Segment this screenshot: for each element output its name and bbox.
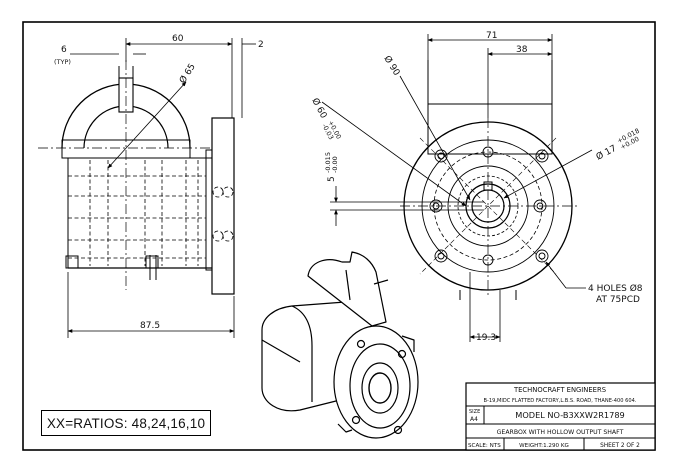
dim-offset-2: 2 — [258, 40, 264, 50]
isometric-view — [261, 251, 419, 439]
dim-width-71: 71 — [486, 31, 497, 41]
side-view — [38, 60, 235, 295]
title-address: B-19,MIDC FLATTED FACTORY,L.B.S. ROAD, T… — [484, 398, 637, 404]
dim-length-87-5: 87.5 — [140, 321, 160, 331]
dim-slot-note: (TYP) — [54, 58, 71, 66]
dim-key-5: 5 — [327, 176, 337, 182]
title-company: TECHNOCRAFT ENGINEERS — [513, 386, 606, 394]
title-description: GEARBOX WITH HOLLOW OUTPUT SHAFT — [497, 429, 624, 436]
dim-dia-60-group: Ø 60 +0.00 -0.03 — [309, 96, 343, 141]
side-view-dimensions — [67, 38, 256, 338]
dim-slot-width: 6 — [61, 45, 67, 55]
dim-key-5-group: 5 -0.015 -0.00 — [324, 152, 339, 182]
front-view — [400, 60, 578, 300]
dim-width-60: 60 — [172, 34, 184, 44]
title-block — [465, 382, 656, 451]
dim-holes-line2: AT 75PCD — [596, 295, 640, 305]
dim-width-38: 38 — [516, 45, 528, 55]
title-scale: SCALE: NTS — [468, 443, 501, 449]
title-sheet: SHEET 2 OF 2 — [600, 443, 640, 449]
title-model: MODEL NO-B3XXW2R1789 — [515, 410, 624, 420]
front-view-dimensions — [321, 34, 593, 342]
dim-holes-line1: 4 HOLES Ø8 — [588, 283, 643, 294]
title-size-label: SIZE — [469, 409, 480, 415]
dim-dia-17: Ø 17 — [594, 143, 618, 163]
title-size-value: A4 — [470, 416, 478, 423]
dim-dia-65: Ø 65 — [177, 62, 198, 86]
dim-height-19-3: 19.3 — [476, 333, 496, 343]
title-weight: WEIGHT:1.290 KG — [519, 443, 569, 449]
ratios-label: XX=RATIOS: 48,24,16,10 — [46, 415, 206, 431]
drawing-border — [22, 21, 656, 451]
dim-dia-90: Ø 90 — [381, 54, 402, 78]
dim-key-5-tol-upper: -0.015 — [324, 152, 332, 173]
ratios-box: XX=RATIOS: 48,24,16,10 — [41, 410, 211, 436]
dim-dia-17-group: Ø 17 +0.018 +0.00 — [594, 127, 641, 163]
dim-dia-60: Ø 60 — [309, 96, 329, 120]
dim-key-5-tol-lower: -0.00 — [331, 156, 339, 173]
